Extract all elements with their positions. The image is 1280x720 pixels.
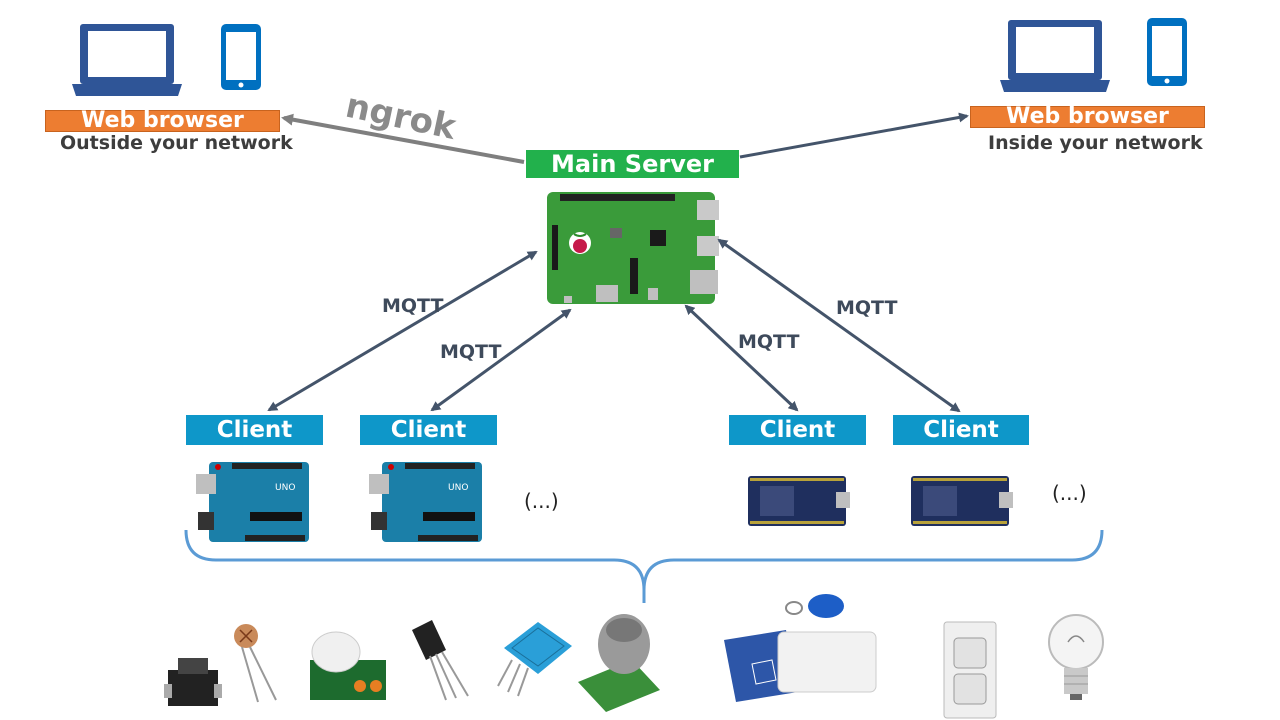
web-browser-label: Web browser bbox=[970, 106, 1205, 128]
more-clients-indicator: (...) bbox=[524, 489, 559, 513]
client-label: Client bbox=[186, 415, 323, 445]
photoresistor-icon bbox=[234, 624, 277, 703]
nodemcu-board bbox=[911, 476, 1013, 526]
local-network-arrow bbox=[739, 112, 969, 159]
web-browser-label: Web browser bbox=[45, 110, 280, 132]
grouping-brace bbox=[184, 529, 1104, 603]
client-label: Client bbox=[360, 415, 497, 445]
smartphone-icon bbox=[1147, 18, 1187, 86]
raspberry-pi-board bbox=[547, 192, 719, 304]
more-clients-indicator: (...) bbox=[1052, 481, 1087, 505]
main-server-label: Main Server bbox=[526, 150, 739, 178]
client-label: Client bbox=[893, 415, 1029, 445]
nodemcu-board bbox=[748, 476, 850, 526]
laptop-icon bbox=[1000, 20, 1110, 92]
ngrok-arrow bbox=[281, 113, 525, 164]
transistor-icon bbox=[412, 620, 469, 701]
client-label: Client bbox=[729, 415, 866, 445]
svg-text:UNO: UNO bbox=[275, 483, 295, 493]
pushbutton-icon bbox=[164, 658, 222, 706]
dht-sensor-icon bbox=[497, 622, 572, 697]
mqtt-label: MQTT bbox=[382, 295, 444, 317]
gas-sensor-icon bbox=[578, 614, 660, 712]
light-bulb-icon bbox=[1048, 614, 1104, 700]
electrical-outlet-icon bbox=[943, 621, 997, 719]
laptop-icon bbox=[72, 24, 182, 96]
rfid-reader-icon bbox=[724, 594, 877, 702]
mqtt-arrow bbox=[717, 238, 961, 413]
mqtt-label: MQTT bbox=[440, 341, 502, 363]
mqtt-arrow bbox=[430, 308, 572, 412]
smartphone-icon bbox=[221, 24, 261, 90]
mqtt-arrow bbox=[267, 250, 538, 412]
inside-network-caption: Inside your network bbox=[988, 132, 1203, 154]
svg-text:UNO: UNO bbox=[448, 483, 468, 493]
mqtt-label: MQTT bbox=[738, 331, 800, 353]
pir-sensor-icon bbox=[310, 631, 386, 700]
mqtt-label: MQTT bbox=[836, 297, 898, 319]
arduino-uno-board: UNO bbox=[196, 462, 309, 542]
arduino-uno-board: UNO bbox=[369, 462, 482, 542]
outside-network-caption: Outside your network bbox=[60, 132, 293, 154]
mqtt-arrow bbox=[684, 304, 799, 412]
